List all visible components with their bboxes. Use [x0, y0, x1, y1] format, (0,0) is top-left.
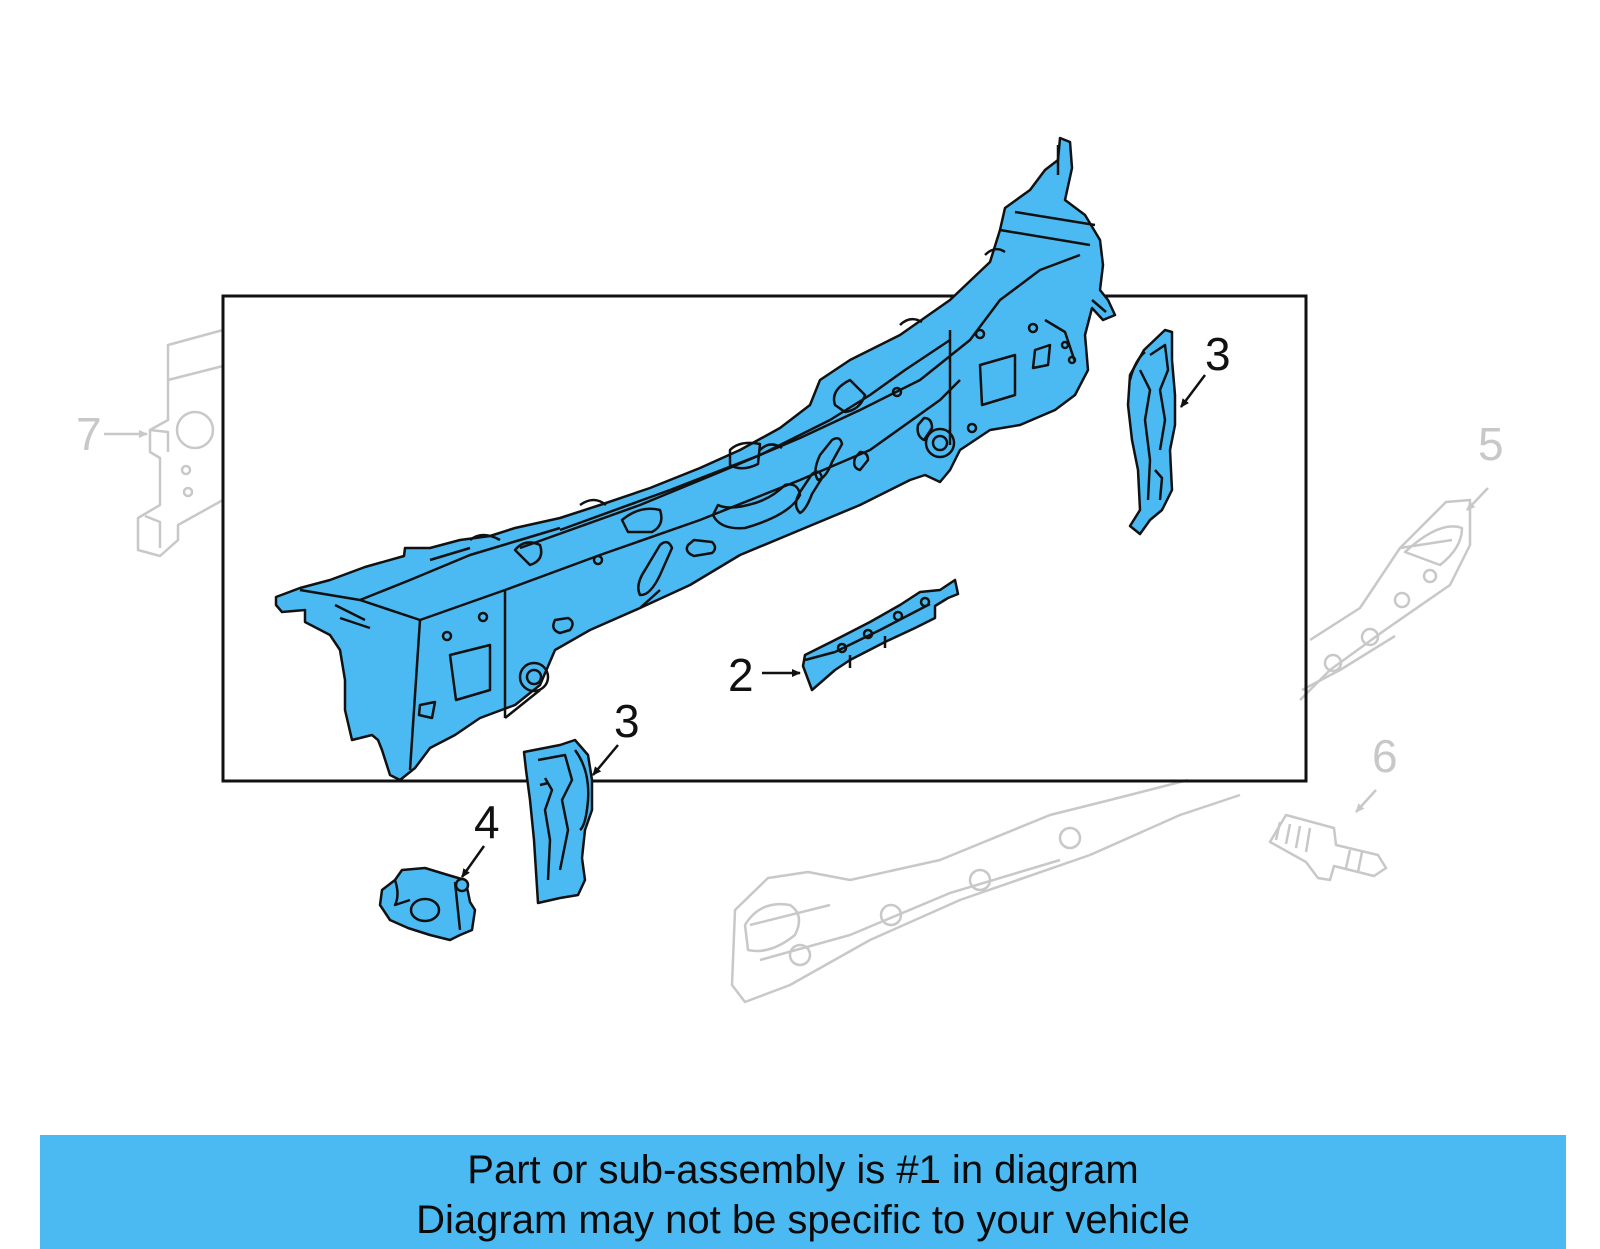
- part-3-upper-bracket: [1126, 328, 1177, 536]
- part-4-arrow: [460, 845, 486, 878]
- faded-parts-layer: [104, 328, 1489, 1004]
- callout-part-5: 5: [1478, 418, 1504, 470]
- part-3-lower-arrow: [592, 744, 619, 776]
- part-6-bolt-faded: [1268, 813, 1388, 882]
- part-7-bracket-faded: [136, 328, 224, 558]
- part-4-bracket: [378, 866, 477, 942]
- main-panel-details: [299, 145, 1107, 771]
- main-panel-body: [274, 136, 1117, 782]
- part-5-rail-faded: [1299, 498, 1472, 701]
- callout-part-7: 7: [76, 408, 102, 460]
- rear-rail-faded: [730, 778, 1241, 1004]
- info-banner: Part or sub-assembly is #1 in diagram Di…: [40, 1135, 1566, 1249]
- assembly-frame: [221, 294, 1308, 783]
- callout-part-2: 2: [728, 649, 754, 701]
- part-5-arrow: [1466, 487, 1489, 511]
- callout-part-3-upper: 3: [1205, 328, 1231, 380]
- banner-line-part-number: Part or sub-assembly is #1 in diagram: [467, 1148, 1139, 1192]
- main-rear-panel: [274, 136, 1117, 782]
- callout-part-3-lower: 3: [614, 695, 640, 747]
- part-6-arrow: [1355, 789, 1377, 813]
- part-3-lower-bracket: [522, 738, 594, 905]
- banner-line-disclaimer: Diagram may not be specific to your vehi…: [416, 1198, 1190, 1242]
- callout-part-4: 4: [474, 796, 500, 848]
- part-3-upper-arrow: [1180, 374, 1206, 408]
- callout-part-6: 6: [1372, 730, 1398, 782]
- part-2-bracket: [801, 578, 960, 692]
